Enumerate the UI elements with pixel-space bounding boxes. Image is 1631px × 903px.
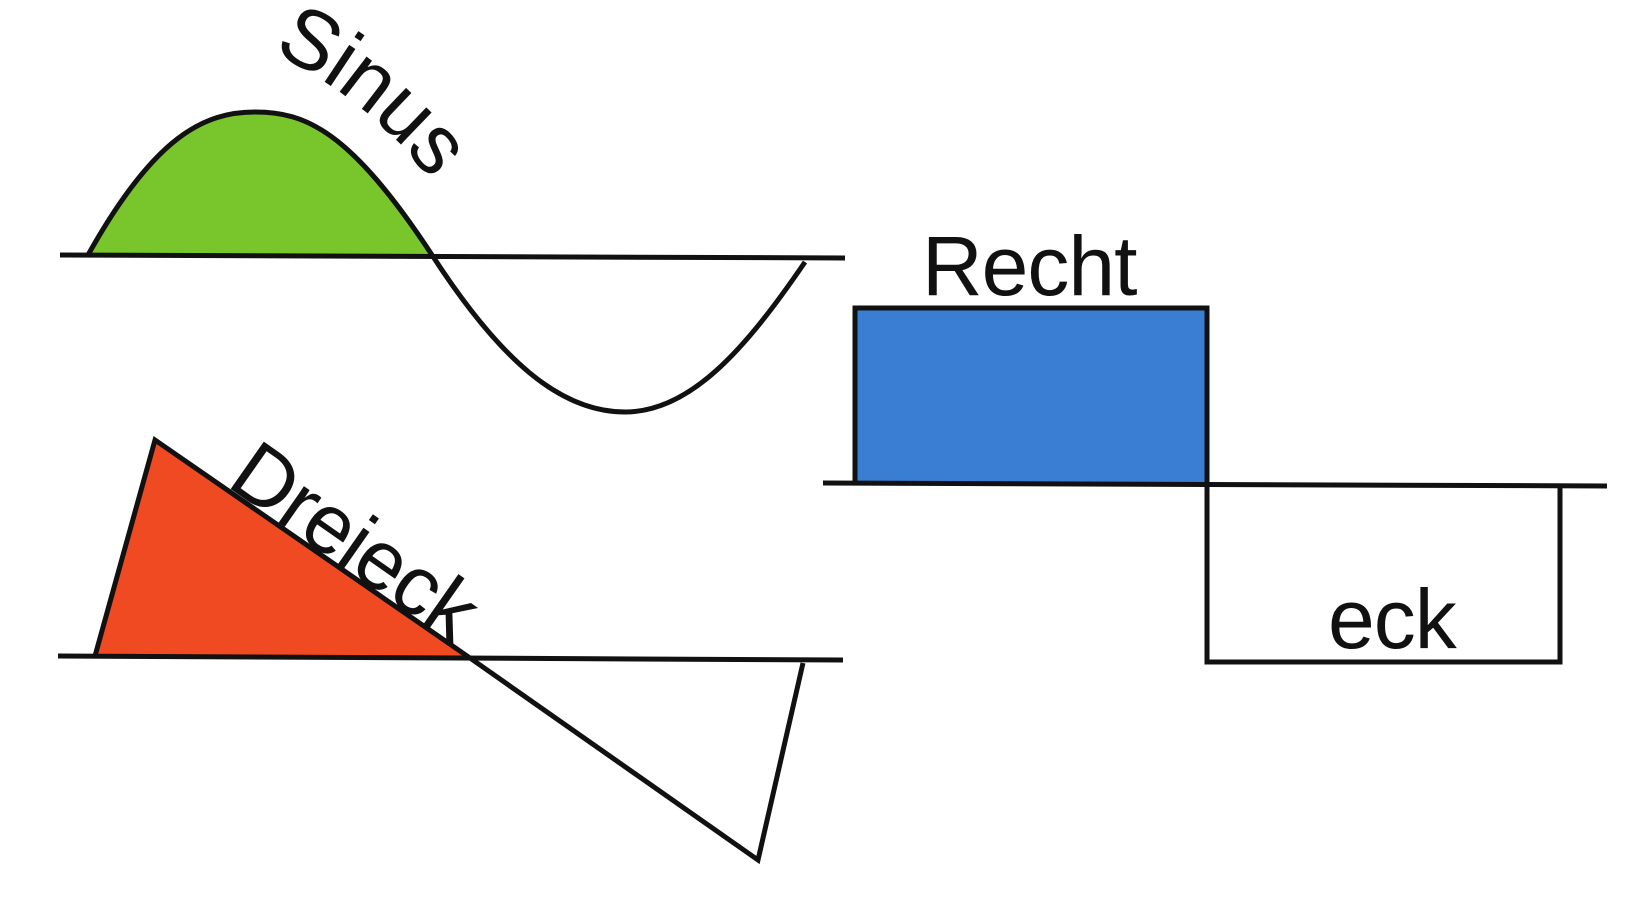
triangle-axis [57, 653, 844, 663]
square-label-bottom: eck [1328, 572, 1458, 666]
square-label-bottom-text: eck [1328, 572, 1458, 666]
square-label-top-text: Recht [922, 219, 1137, 313]
square-outline [852, 305, 1563, 665]
sine-positive-half-fill [88, 112, 432, 255]
square-axis [822, 480, 1608, 489]
triangle-outline [92, 435, 806, 865]
square-label-top: Recht [922, 219, 1137, 313]
triangle-wave-group: Dreieck [57, 423, 844, 865]
square-positive-fill [855, 308, 1207, 483]
sine-curve [85, 109, 808, 415]
triangle-positive-fill [95, 440, 470, 658]
sine-wave-group: Sinus [59, 0, 846, 415]
square-wave-group: Recht eck [822, 219, 1608, 666]
sine-axis [59, 252, 846, 261]
